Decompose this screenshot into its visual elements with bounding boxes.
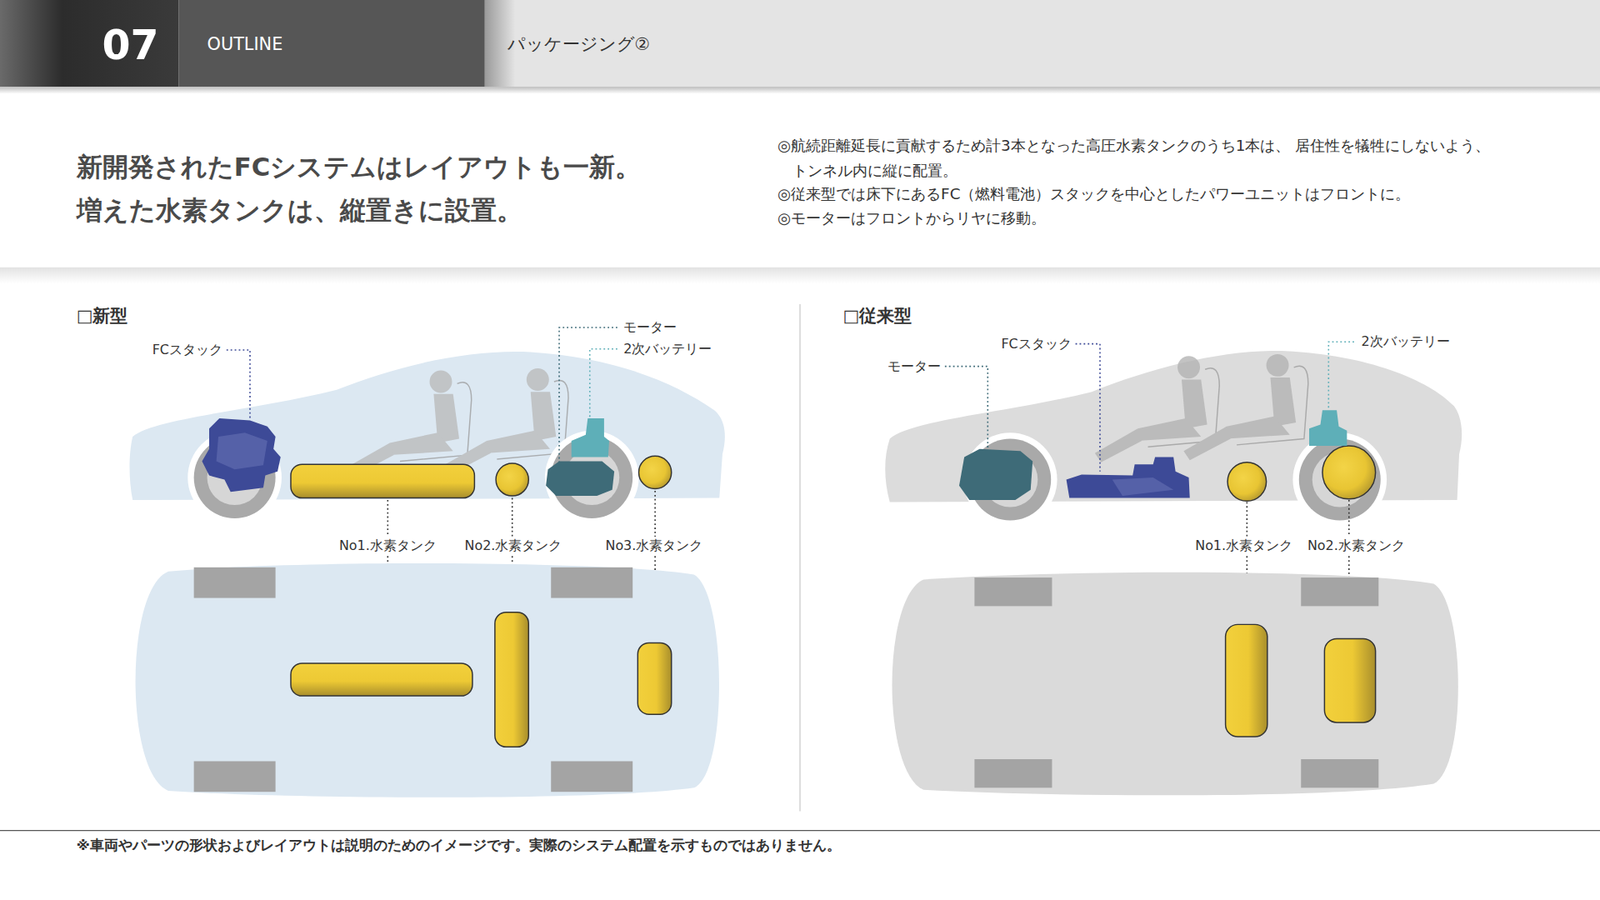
part-label: No2.水素タンク bbox=[1307, 537, 1405, 555]
page-title: 新開発されたFCシステムはレイアウトも一新。 増えた水素タンクは、縦置きに設置。 bbox=[76, 145, 791, 232]
bullet-note: ◎航続距離延長に貢献するため計3本となった高圧水素タンクのうち1本は、 居住性を… bbox=[777, 133, 1508, 183]
divider bbox=[799, 304, 800, 812]
section-number: 07 bbox=[101, 20, 159, 69]
part-label: モーター bbox=[887, 357, 941, 375]
bullet-note: ◎従来型では床下にあるFC（燃料電池）スタックを中心としたパワーユニットはフロン… bbox=[777, 181, 1410, 206]
part-label: No1.水素タンク bbox=[1195, 537, 1293, 555]
new-top-view bbox=[135, 563, 720, 798]
tank-no2 bbox=[495, 463, 529, 496]
old-top-view bbox=[892, 572, 1459, 796]
part-label: FCスタック bbox=[1000, 335, 1071, 353]
header-bar bbox=[0, 0, 1600, 87]
part-label: 2次バッテリー bbox=[623, 340, 712, 358]
footnote: ※車両やパーツの形状およびレイアウトは説明のためのイメージです。実際のシステム配… bbox=[76, 836, 841, 855]
new-side-view bbox=[130, 351, 725, 525]
part-label: モーター bbox=[623, 319, 677, 337]
motor bbox=[545, 460, 615, 496]
part-label: 2次バッテリー bbox=[1360, 333, 1450, 351]
fc-stack bbox=[1066, 457, 1190, 499]
page-subtitle: パッケージング② bbox=[507, 32, 651, 56]
view-panel: □従来型 bbox=[842, 304, 1557, 812]
header-shadow bbox=[0, 86, 1600, 95]
battery bbox=[571, 418, 610, 458]
header-outline-block bbox=[178, 0, 485, 87]
part-label: No2.水素タンク bbox=[465, 537, 563, 555]
footer-rule bbox=[0, 830, 1600, 831]
tank-no1 bbox=[290, 464, 475, 498]
part-label: FCスタック bbox=[152, 341, 223, 360]
bullet-note: ◎モーターはフロントからリヤに移動。 bbox=[777, 205, 1046, 230]
part-label: No3.水素タンク bbox=[605, 537, 703, 555]
section-name: OUTLINE bbox=[207, 34, 284, 55]
motor bbox=[959, 449, 1033, 500]
section-band bbox=[0, 267, 1600, 285]
fc-stack bbox=[201, 418, 280, 492]
old-side-view bbox=[885, 350, 1462, 527]
view-panel: □新型 bbox=[76, 304, 791, 812]
header-number-block bbox=[0, 0, 179, 87]
tank-no3 bbox=[639, 455, 672, 489]
battery bbox=[1309, 410, 1347, 446]
part-label: No1.水素タンク bbox=[339, 537, 437, 555]
panel-heading: □従来型 bbox=[842, 304, 912, 328]
panel-heading: □新型 bbox=[76, 304, 129, 328]
